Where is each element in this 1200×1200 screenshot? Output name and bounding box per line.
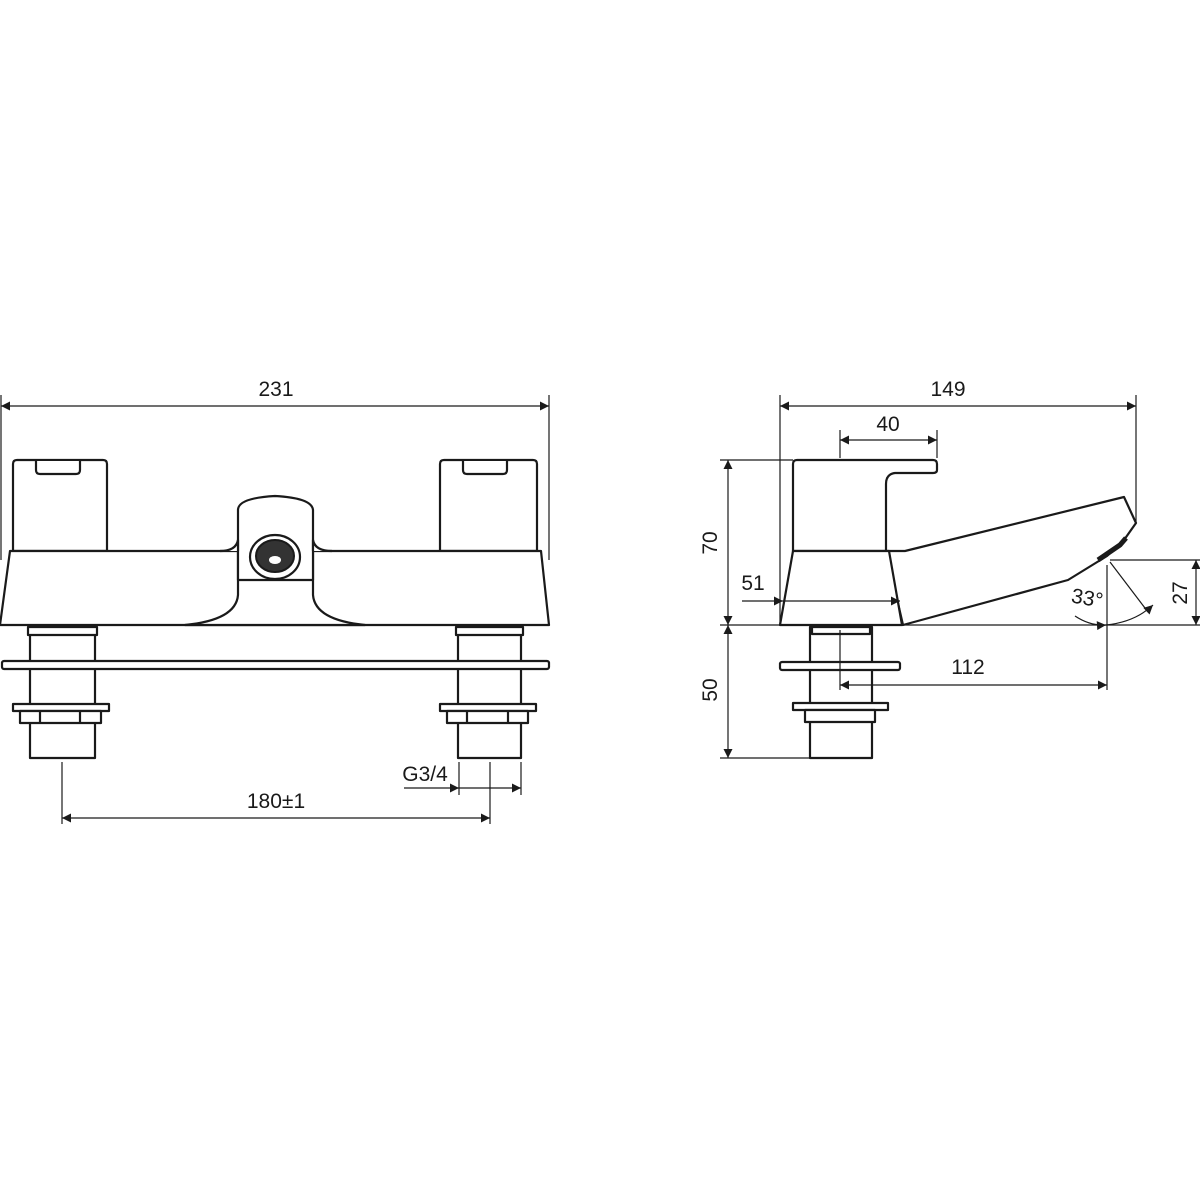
dim-thread: G3/4 bbox=[402, 763, 448, 786]
dimension-70-50: 70 50 bbox=[699, 459, 1200, 759]
front-handles bbox=[11, 458, 539, 553]
dim-outlet-angle: 33° bbox=[1069, 585, 1104, 613]
dim-overall-depth: 149 bbox=[930, 378, 965, 401]
dimension-33-degrees: 33° bbox=[1069, 561, 1154, 631]
dim-handle-width: 40 bbox=[876, 413, 899, 436]
side-base bbox=[778, 549, 904, 627]
dim-height: 70 bbox=[699, 531, 722, 554]
dimension-231: 231 bbox=[0, 378, 550, 560]
dim-overall-width: 231 bbox=[258, 378, 293, 401]
side-view: 149 40 70 50 51 27 bbox=[699, 378, 1200, 760]
dimension-40: 40 bbox=[839, 413, 938, 458]
dim-pillar-spacing: 180±1 bbox=[247, 790, 305, 813]
dimension-149: 149 bbox=[779, 378, 1137, 625]
dimension-thread: G3/4 bbox=[402, 762, 522, 795]
dimension-180: 180±1 bbox=[61, 762, 491, 824]
dim-shank-length: 50 bbox=[699, 678, 722, 701]
dim-spout-height: 27 bbox=[1169, 581, 1192, 604]
dim-base-width: 51 bbox=[741, 572, 764, 595]
side-handle bbox=[791, 458, 939, 553]
dim-spout-reach: 112 bbox=[951, 656, 984, 679]
aerator-icon bbox=[248, 533, 302, 581]
front-shanks bbox=[0, 625, 551, 760]
dimension-27: 27 bbox=[1110, 559, 1200, 625]
side-aerator bbox=[1096, 536, 1128, 563]
side-shank bbox=[778, 625, 902, 760]
dimension-51: 51 bbox=[741, 572, 900, 606]
front-view: 231 180±1 G3/4 bbox=[0, 378, 551, 824]
dimension-112: 112 bbox=[839, 565, 1108, 690]
